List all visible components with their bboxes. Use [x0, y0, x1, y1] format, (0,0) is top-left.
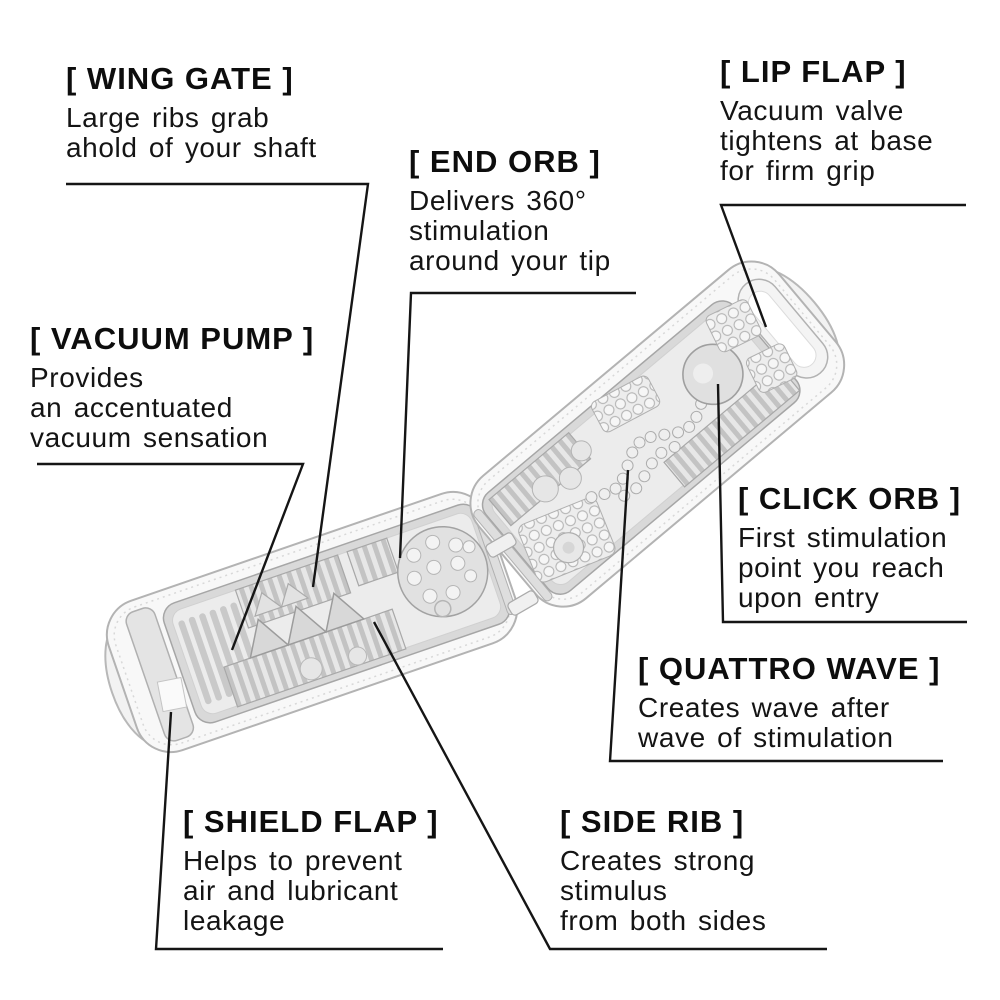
bead-grid-right-lower: [745, 343, 798, 393]
label-side-rib-desc: Creates strong stimulus from both sides: [560, 846, 766, 936]
end-orb-bumps: [406, 534, 478, 604]
desc-line: Vacuum valve: [720, 95, 904, 126]
label-shield-flap-title: [ SHIELD FLAP ]: [183, 804, 439, 839]
label-end-orb-desc: Delivers 360° stimulation around your ti…: [409, 186, 611, 276]
label-end-orb-title: [ END ORB ]: [409, 144, 601, 179]
desc-line: Creates strong: [560, 845, 756, 876]
wing-gate-zigzag: [249, 591, 366, 660]
label-click-orb: [ CLICK ORB ] First stimulation point yo…: [738, 482, 961, 613]
label-lip-flap-title: [ LIP FLAP ]: [720, 54, 907, 89]
label-quattro-wave-title: [ QUATTRO WAVE ]: [638, 651, 941, 686]
leader-vacuum-pump: [37, 462, 305, 651]
click-orb-highlight: [693, 363, 714, 384]
right-hinge-edge: [473, 509, 553, 602]
desc-line: around your tip: [409, 245, 611, 276]
rib-block-right: [346, 537, 400, 587]
desc-line: leakage: [183, 905, 286, 936]
label-click-orb-title: [ CLICK ORB ]: [738, 481, 962, 516]
label-shield-flap-desc: Helps to prevent air and lubricant leaka…: [183, 846, 439, 936]
leader-lip-flap: [719, 203, 966, 328]
label-quattro-wave: [ QUATTRO WAVE ] Creates wave after wave…: [638, 652, 940, 753]
dome-bump-1: [299, 657, 323, 681]
dome-3: [570, 440, 592, 462]
leader-click-orb: [716, 383, 967, 624]
desc-line: Creates wave after: [638, 692, 890, 723]
leader-side-rib: [372, 621, 827, 951]
ring-orb-center: [562, 541, 575, 554]
label-wing-gate-desc: Large ribs grab ahold of your shaft: [66, 103, 317, 163]
label-wing-gate: [ WING GATE ] Large ribs grab ahold of y…: [66, 62, 317, 163]
label-lip-flap: [ LIP FLAP ] Vacuum valve tightens at ba…: [720, 55, 933, 186]
desc-line: Delivers 360°: [409, 185, 587, 216]
end-orb-ring: [434, 599, 452, 618]
hinge: [485, 532, 539, 616]
label-lip-flap-desc: Vacuum valve tightens at base for firm g…: [720, 96, 933, 186]
dome-2: [558, 466, 582, 490]
desc-line: Helps to prevent: [183, 845, 403, 876]
label-vacuum-pump: [ VACUUM PUMP ] Provides an accentuated …: [30, 322, 314, 453]
desc-line: vacuum sensation: [30, 422, 269, 453]
leader-wing-gate: [66, 182, 370, 588]
product-left-half: [104, 490, 519, 754]
desc-line: upon entry: [738, 582, 880, 613]
desc-line: from both sides: [560, 905, 767, 936]
desc-line: air and lubricant: [183, 875, 399, 906]
label-click-orb-desc: First stimulation point you reach upon e…: [738, 523, 961, 613]
label-end-orb: [ END ORB ] Delivers 360° stimulation ar…: [409, 145, 611, 276]
shield-flap-notch: [156, 676, 188, 713]
dome-bump-2: [348, 646, 368, 666]
label-side-rib-title: [ SIDE RIB ]: [560, 804, 745, 839]
bead-grid-right-upper: [705, 299, 762, 353]
label-vacuum-pump-desc: Provides an accentuated vacuum sensation: [30, 363, 314, 453]
bead-cluster-upper: [590, 375, 661, 433]
leader-shield-flap: [154, 711, 443, 951]
wing-gate-zigzag-upper: [254, 582, 310, 618]
label-vacuum-pump-title: [ VACUUM PUMP ]: [30, 321, 315, 356]
product-right-half: [469, 260, 846, 608]
label-quattro-wave-desc: Creates wave after wave of stimulation: [638, 693, 940, 753]
desc-line: for firm grip: [720, 155, 876, 186]
desc-line: Large ribs grab: [66, 102, 270, 133]
desc-line: tightens at base: [720, 125, 934, 156]
desc-line: wave of stimulation: [638, 722, 894, 753]
leader-quattro-wave: [608, 469, 943, 763]
desc-line: stimulation: [409, 215, 550, 246]
desc-line: Provides: [30, 362, 144, 393]
label-shield-flap: [ SHIELD FLAP ] Helps to prevent air and…: [183, 805, 439, 936]
desc-line: First stimulation: [738, 522, 948, 553]
desc-line: stimulus: [560, 875, 668, 906]
desc-line: ahold of your shaft: [66, 132, 317, 163]
label-side-rib: [ SIDE RIB ] Creates strong stimulus fro…: [560, 805, 766, 936]
leader-end-orb: [398, 291, 636, 559]
label-wing-gate-title: [ WING GATE ]: [66, 61, 294, 96]
desc-line: an accentuated: [30, 392, 233, 423]
desc-line: point you reach: [738, 552, 945, 583]
dome-1: [531, 475, 559, 503]
